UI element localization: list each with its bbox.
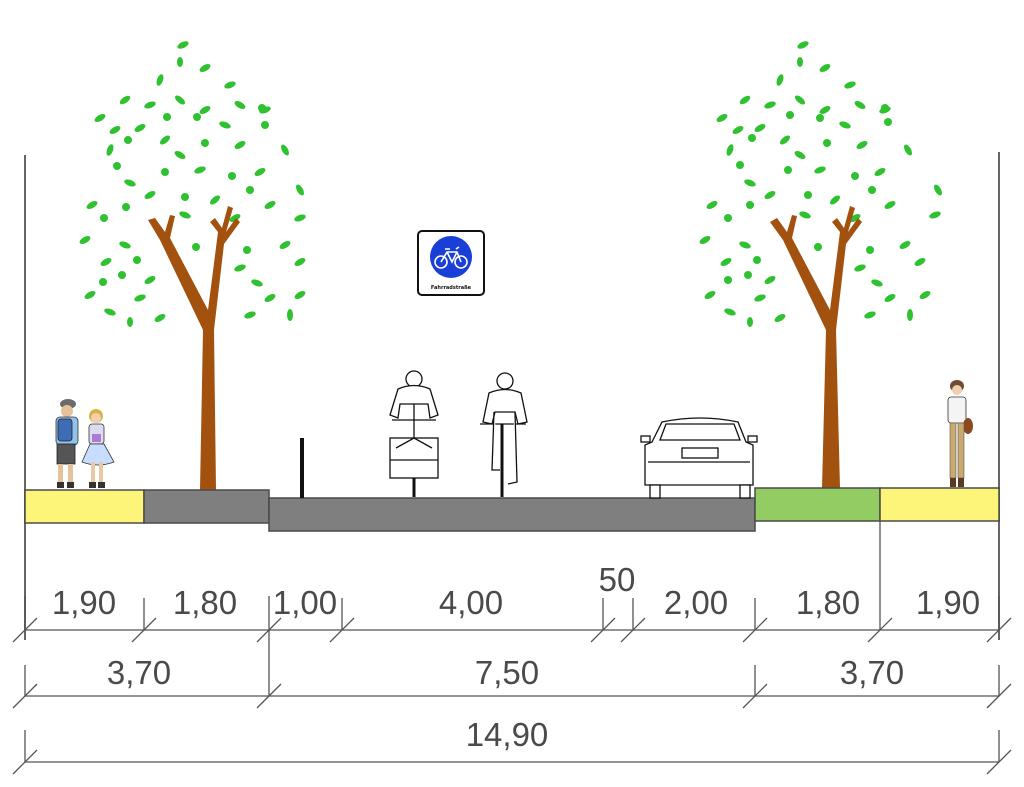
boundary-lines <box>24 152 1000 640</box>
pedestrians-left <box>55 399 115 488</box>
fahrradstrasse-sign: Fahrradstraße <box>417 230 485 296</box>
dim-overall-total: 14,90 <box>466 716 549 753</box>
tree-right <box>699 41 942 488</box>
boy-figure <box>55 399 79 488</box>
dim-parking-lane: 2,00 <box>664 584 728 621</box>
sign-circle <box>430 236 472 278</box>
dim-side-left-total: 3,70 <box>107 654 171 691</box>
trunk-left <box>148 206 240 490</box>
trunk-right <box>770 206 862 488</box>
dim-bicycle-lane: 4,00 <box>439 584 503 621</box>
dim-safety-distance: 50 <box>599 561 636 598</box>
tree-left <box>79 41 306 490</box>
parked-car <box>640 417 758 499</box>
foliage-right <box>699 41 942 327</box>
pedestrian-woman <box>947 380 973 487</box>
cargo-bike-rider <box>389 370 439 497</box>
bicycle-icon <box>434 246 468 269</box>
sidewalk-right <box>879 487 1000 522</box>
dimension-labels: 1,90 1,80 1,00 4,00 50 2,00 1,80 1,90 3,… <box>52 561 980 753</box>
cyclist <box>480 372 528 497</box>
tree-strip-right <box>754 487 881 522</box>
roadway <box>268 497 756 532</box>
sidewalk-left <box>24 489 145 524</box>
dim-safety-strip: 1,00 <box>273 584 337 621</box>
dim-side-right-total: 3,70 <box>840 654 904 691</box>
tree-strip-left <box>143 489 270 524</box>
dim-tree-strip-left: 1,80 <box>173 584 237 621</box>
foliage-left <box>79 41 306 327</box>
ground-surfaces <box>24 487 1000 532</box>
dimension-lines <box>12 520 1012 775</box>
dim-sidewalk-left: 1,90 <box>52 584 116 621</box>
dim-roadway-total: 7,50 <box>475 654 539 691</box>
girl-figure <box>81 409 115 488</box>
dim-sidewalk-right: 1,90 <box>916 584 980 621</box>
dim-tree-strip-right: 1,80 <box>796 584 860 621</box>
sign-label: Fahrradstraße <box>431 285 472 291</box>
